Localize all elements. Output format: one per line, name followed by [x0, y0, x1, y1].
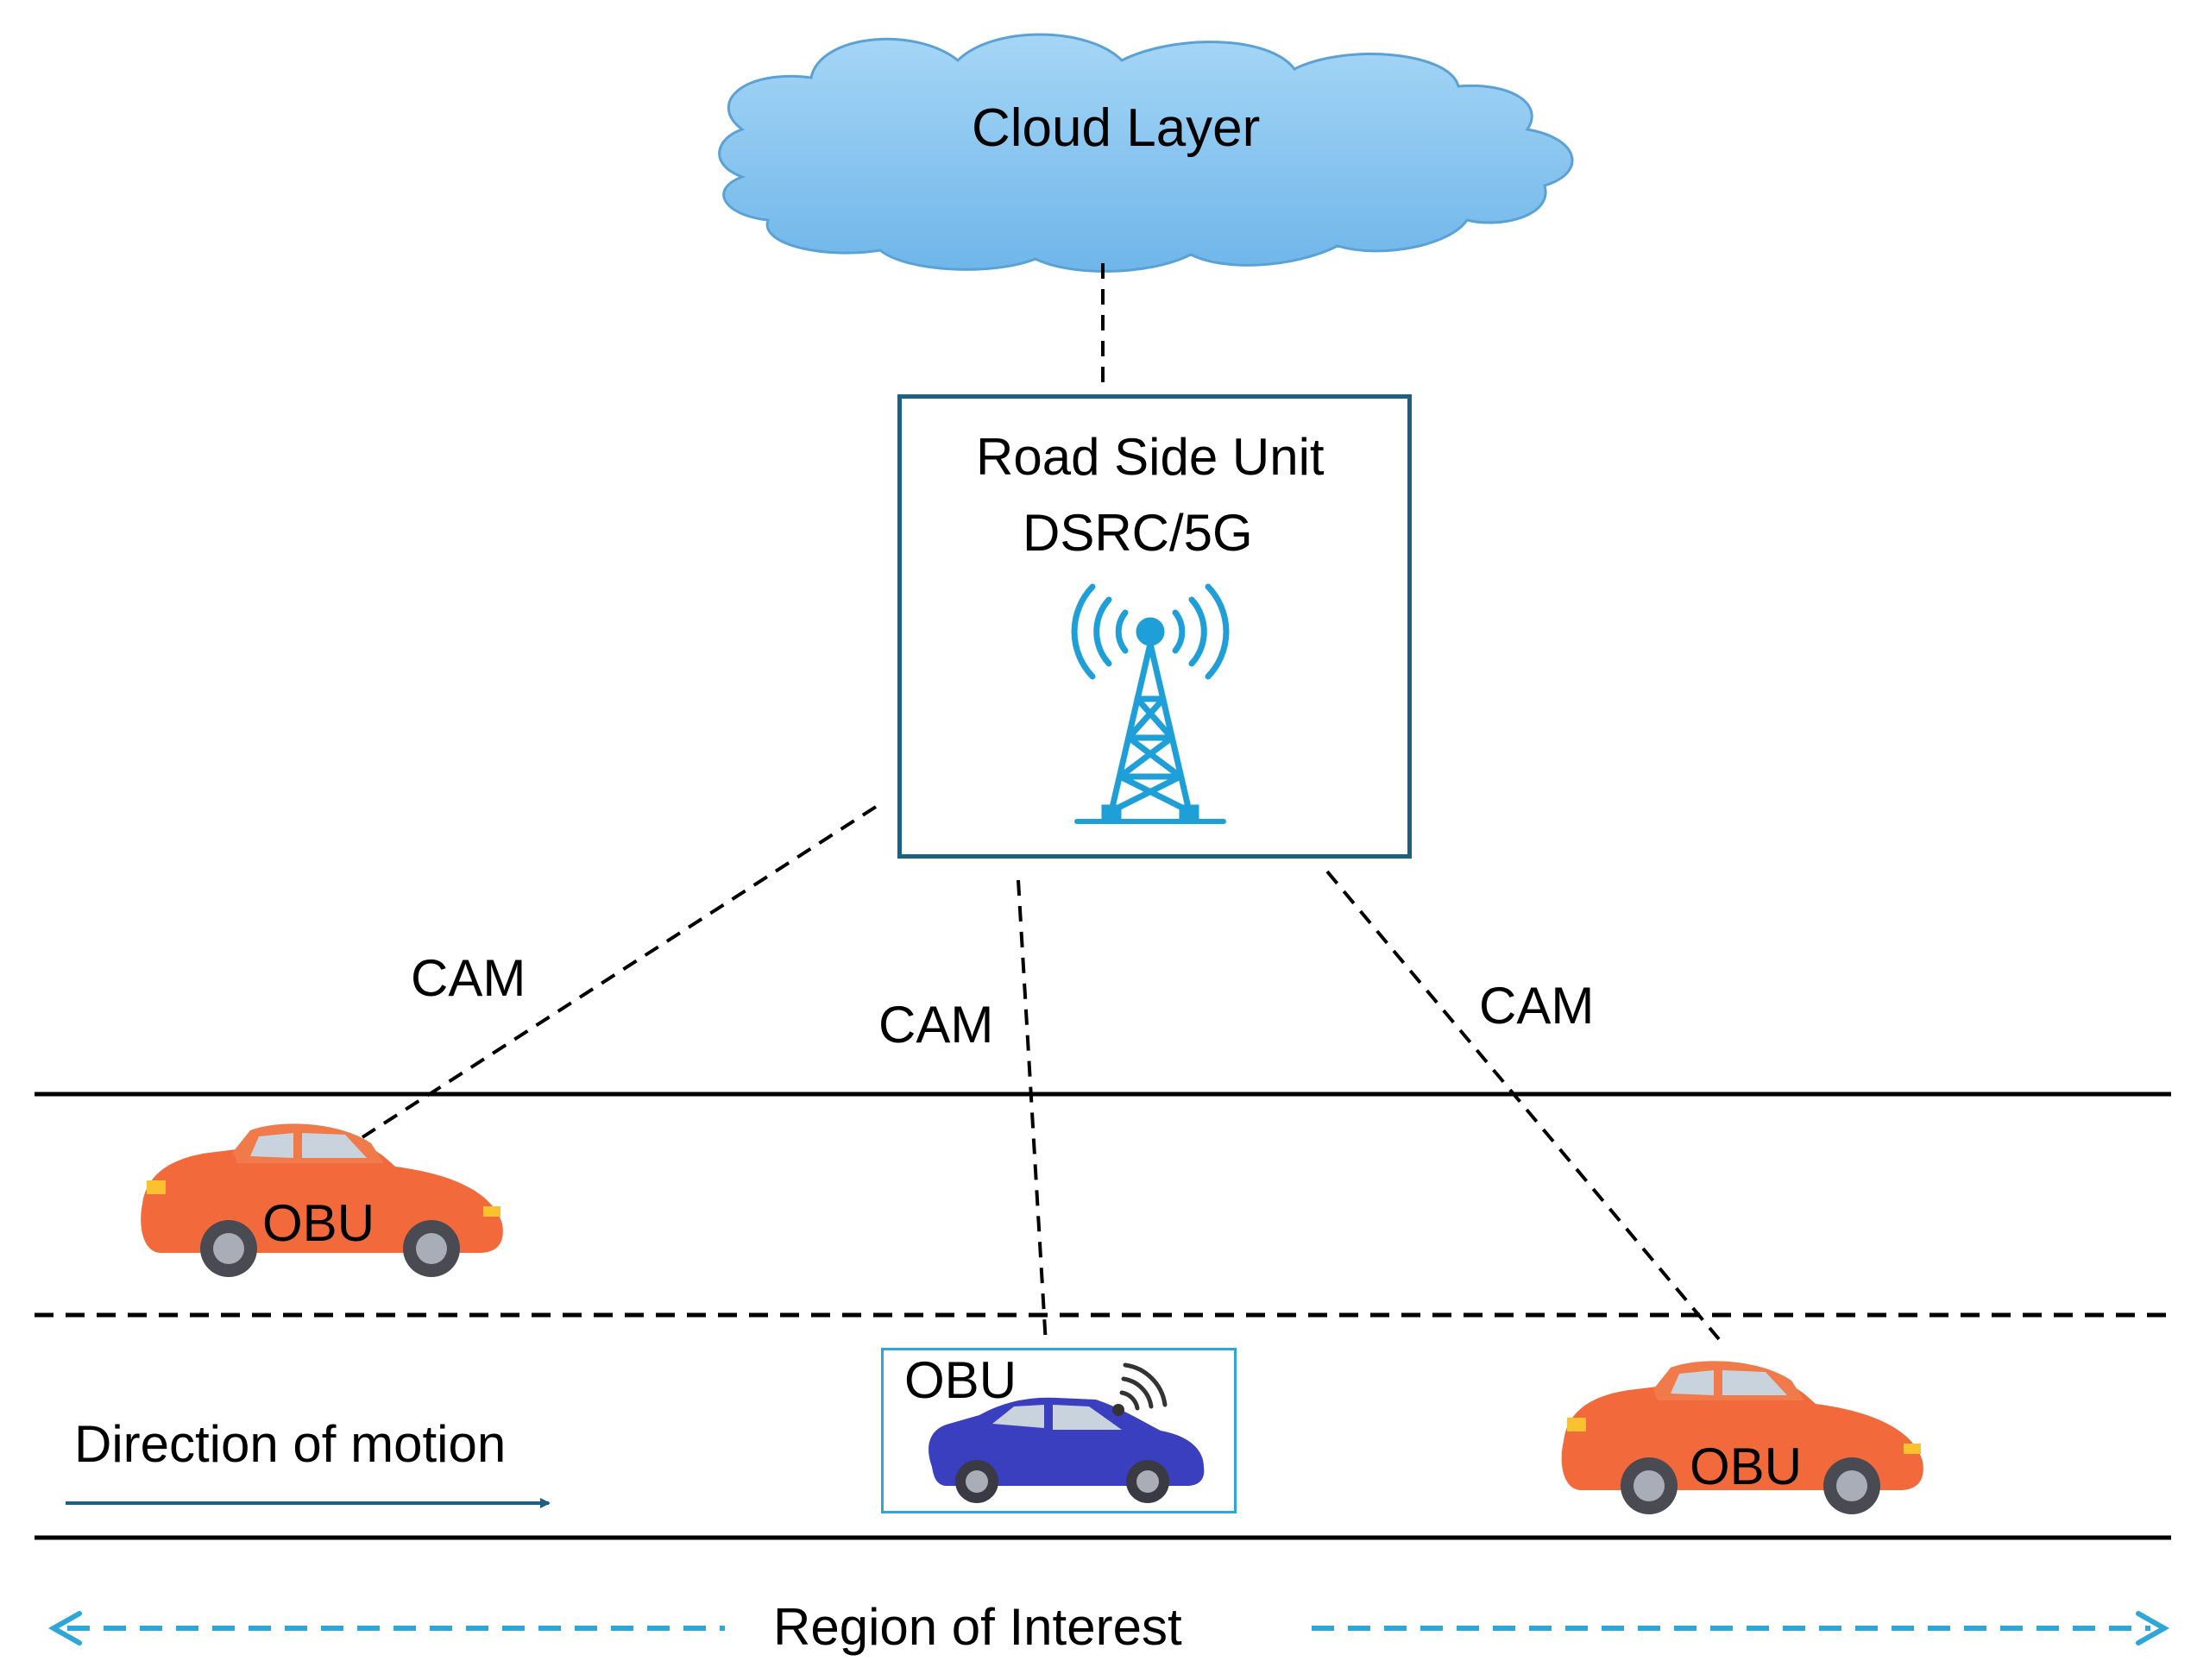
- blue-car-middle: [929, 1397, 1205, 1503]
- cloud-label: Cloud Layer: [972, 98, 1261, 158]
- obu-label-right: OBU: [1690, 1438, 1803, 1495]
- obu-label-left: OBU: [262, 1194, 375, 1252]
- obu-label-middle: OBU: [904, 1351, 1017, 1409]
- region-label: Region of Interest: [773, 1598, 1182, 1656]
- region-arrow-right: [1312, 1611, 2170, 1645]
- cam-label-middle: CAM: [878, 996, 994, 1054]
- orange-car-left: [141, 1123, 503, 1277]
- connected-vehicle-box: [881, 1348, 1237, 1513]
- cam-label-right: CAM: [1479, 977, 1595, 1035]
- rsu-link-right: [1325, 870, 1721, 1341]
- orange-car-right: [1561, 1361, 1923, 1514]
- wireless-signal-icon: [1112, 1362, 1168, 1416]
- rsu-title: Road Side Unit: [976, 428, 1325, 486]
- region-arrow-left: [47, 1611, 725, 1645]
- cloud-shape: [718, 33, 1574, 273]
- direction-label: Direction of motion: [74, 1415, 507, 1473]
- rsu-link-middle: [1017, 879, 1048, 1345]
- rsu-subtitle: DSRC/5G: [1023, 504, 1253, 562]
- cam-label-left: CAM: [411, 949, 526, 1007]
